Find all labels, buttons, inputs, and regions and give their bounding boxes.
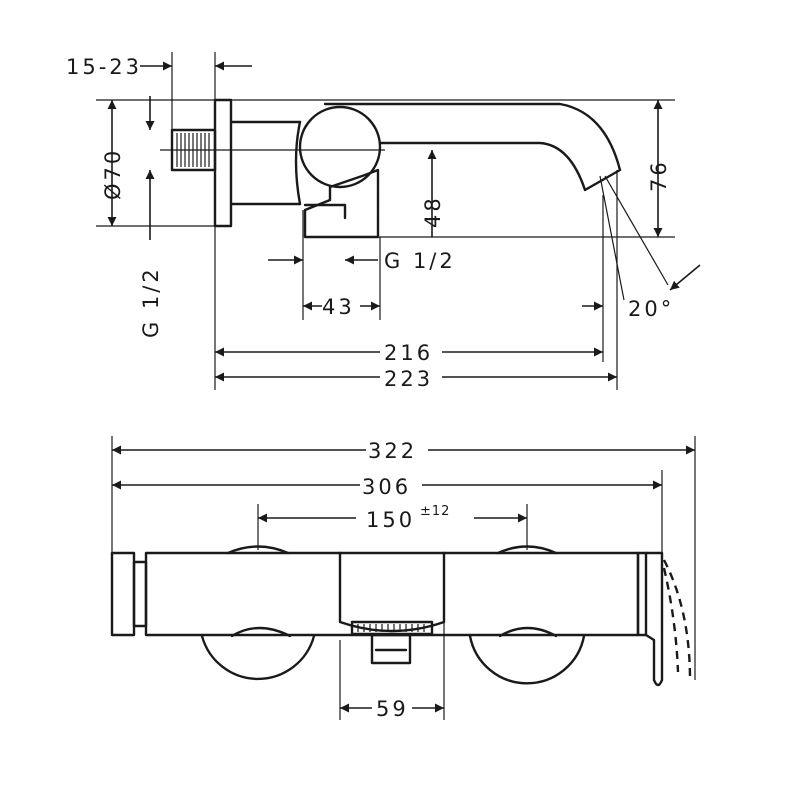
outlet-block [338, 551, 446, 633]
dim-spout-216: 216 [384, 341, 433, 365]
threaded-connector [170, 128, 217, 172]
handle-knob [298, 105, 382, 189]
dim-centers: 150 [366, 508, 415, 532]
top-view: 322 306 150 ±12 59 [110, 436, 696, 721]
eccentric-left-top [226, 545, 290, 555]
dim-angle: 20° [628, 297, 674, 321]
diverter-body [303, 168, 380, 239]
dim-height: 76 [647, 159, 671, 192]
dim-outlet-width: 43 [322, 295, 355, 319]
eccentric-right-top [496, 545, 558, 555]
dim-outlet-59: 59 [376, 697, 409, 721]
eccentric-right-bottom [468, 634, 586, 685]
thread-hatching [176, 133, 210, 167]
dim-total-322: 322 [368, 439, 417, 463]
dim-spout-223: 223 [384, 367, 433, 391]
side-view: 15-23 Ø70 G 1/2 76 48 G 1/2 43 20° 216 [66, 52, 701, 391]
spout [323, 102, 622, 192]
lever-swing-path [662, 559, 692, 681]
dim-body-306: 306 [362, 475, 411, 499]
dim-thread-outlet: G 1/2 [384, 249, 456, 273]
dim-thread-left: G 1/2 [139, 266, 163, 338]
eccentric-left-bottom [200, 634, 316, 681]
wall-flange [213, 98, 233, 228]
dim-centers-tolerance: ±12 [420, 504, 450, 519]
left-end-cap [110, 551, 136, 637]
dim-inlet-offset: 15-23 [66, 55, 142, 79]
dim-outlet-height: 48 [421, 195, 445, 228]
dim-diameter: Ø70 [101, 148, 125, 200]
lever [644, 551, 664, 687]
outlet-connector [370, 633, 412, 665]
